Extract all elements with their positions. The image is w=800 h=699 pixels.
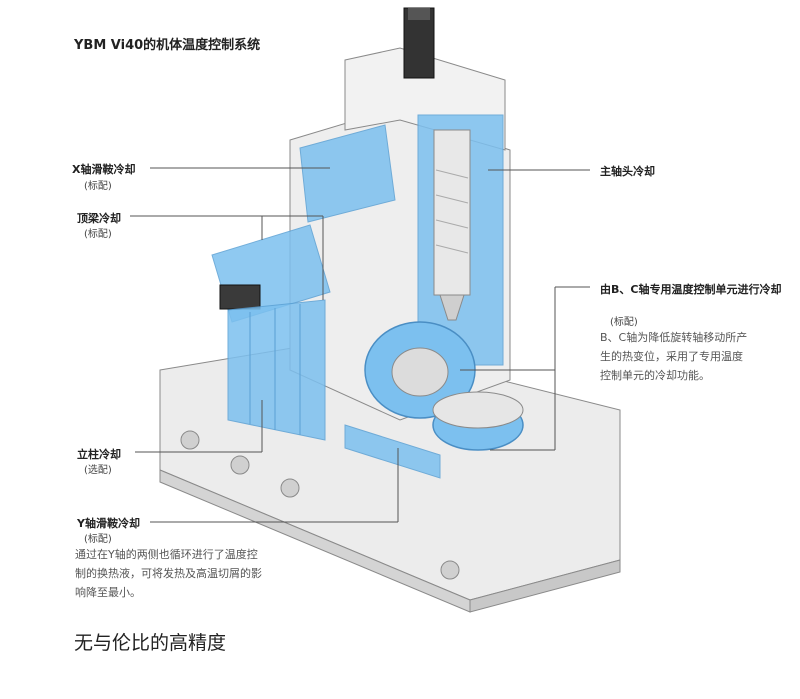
machine-base-right xyxy=(469,559,621,613)
base-hole xyxy=(440,560,460,580)
spindle-nose xyxy=(439,294,465,321)
bc-axis-description: B、C轴为降低旋转轴移动所产生的热变位，采用了专用温度控制单元的冷却功能。 xyxy=(600,331,748,382)
spindle-thread xyxy=(435,169,469,179)
label-spindle-head-cooling: 主轴头冷却 xyxy=(600,165,655,178)
spindle-motor-cap xyxy=(408,8,430,20)
label-x-saddle-standard: (标配) xyxy=(84,181,112,192)
y-saddle-description: 通过在Y轴的两侧也循环进行了温度控制的换热液，可将发热及高温切屑的影响降至最小。 xyxy=(75,548,262,599)
label-top-beam-standard: (标配) xyxy=(84,229,112,240)
label-top-beam-cooling: 顶梁冷却 xyxy=(77,212,121,225)
label-bc-axis-standard: (标配) xyxy=(610,317,638,328)
label-column-cooling: 立柱冷却 xyxy=(77,448,121,461)
section-heading: 无与伦比的高精度 xyxy=(74,632,227,654)
b-axis-hub xyxy=(391,347,449,397)
base-hole xyxy=(180,430,200,450)
spindle-thread xyxy=(435,244,469,254)
label-y-saddle-cooling: Y轴滑鞍冷却 xyxy=(77,517,140,530)
x-axis-motor xyxy=(219,284,261,310)
label-x-saddle-cooling: X轴滑鞍冷却 xyxy=(72,163,136,176)
coolant-column xyxy=(227,299,326,441)
coolant-x-saddle xyxy=(299,124,396,223)
spindle-thread xyxy=(435,219,469,229)
spindle-thread xyxy=(435,194,469,204)
coolant-y-saddle xyxy=(344,424,441,479)
base-hole xyxy=(230,455,250,475)
base-hole xyxy=(280,478,300,498)
c-axis-table-top xyxy=(432,391,524,429)
spindle xyxy=(433,129,471,296)
label-column-optional: (选配) xyxy=(84,465,112,476)
label-y-saddle-standard: (标配) xyxy=(84,534,112,545)
diagram-title: YBM Vi40的机体温度控制系统 xyxy=(74,38,261,53)
label-bc-axis-cooling: 由B、C轴专用温度控制单元进行冷却 xyxy=(600,283,782,296)
